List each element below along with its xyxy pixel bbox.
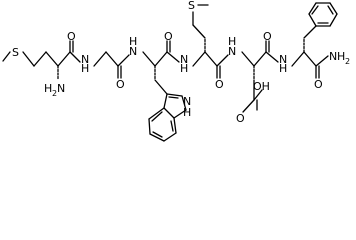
- hydroxyl-label-acid: OH: [253, 80, 270, 93]
- amide-nh-label-2-h: H: [129, 35, 137, 48]
- met1-residue: [2, 40, 81, 81]
- amide-nh-label-5-h: H: [279, 62, 287, 75]
- indole-nh-label-h: H: [183, 106, 191, 119]
- amide-nh-label-2-n: N: [129, 45, 137, 58]
- oxygen-label-met1-carbonyl: O: [67, 30, 76, 43]
- met2-residue: [192, 4, 229, 79]
- sulfur-label-met1: S: [12, 46, 19, 59]
- gly-residue: [93, 51, 130, 79]
- amide-nh-label-4-h: H: [228, 35, 236, 48]
- amide-nh-label-3-h: H: [180, 62, 188, 75]
- terminal-amide-n-label: N: [329, 50, 337, 63]
- amide-nh-label-4-n: N: [228, 45, 236, 58]
- terminal-amide-h-label: H: [337, 50, 345, 63]
- amide-nh-label-3-n: N: [180, 53, 188, 66]
- oxygen-label-met2-carbonyl: O: [215, 78, 224, 91]
- nh2-h-label: H: [44, 82, 52, 95]
- sulfur-label-met2: S: [188, 0, 195, 12]
- amide-nh-label-1-h: H: [81, 62, 89, 75]
- oxygen-label-asp-carbonyl: O: [263, 30, 272, 43]
- amide-nh-label-1-n: N: [81, 53, 89, 66]
- oxygen-label-gly-carbonyl: O: [116, 78, 125, 91]
- oxygen-label-acid-carbonyl: O: [236, 112, 245, 125]
- oxygen-label-phe-carbonyl: O: [314, 78, 323, 91]
- terminal-amide-subscript: 2: [345, 57, 350, 66]
- peptide-structure-diagram: S S O O O O O O O OH H 2 N H N H N H N H…: [2, 0, 350, 142]
- amide-nh-label-5-n: N: [279, 53, 287, 66]
- nh2-subscript: 2: [52, 89, 57, 98]
- nh2-n-label: N: [57, 82, 65, 95]
- indole-nh-label-n: N: [183, 95, 191, 108]
- trp-residue: [142, 40, 187, 142]
- asp-residue: [241, 40, 279, 113]
- phe-residue: [291, 2, 338, 79]
- oxygen-label-trp-carbonyl: O: [164, 30, 173, 43]
- atom-labels: S S O O O O O O O OH H 2 N H N H N H N H…: [12, 0, 350, 125]
